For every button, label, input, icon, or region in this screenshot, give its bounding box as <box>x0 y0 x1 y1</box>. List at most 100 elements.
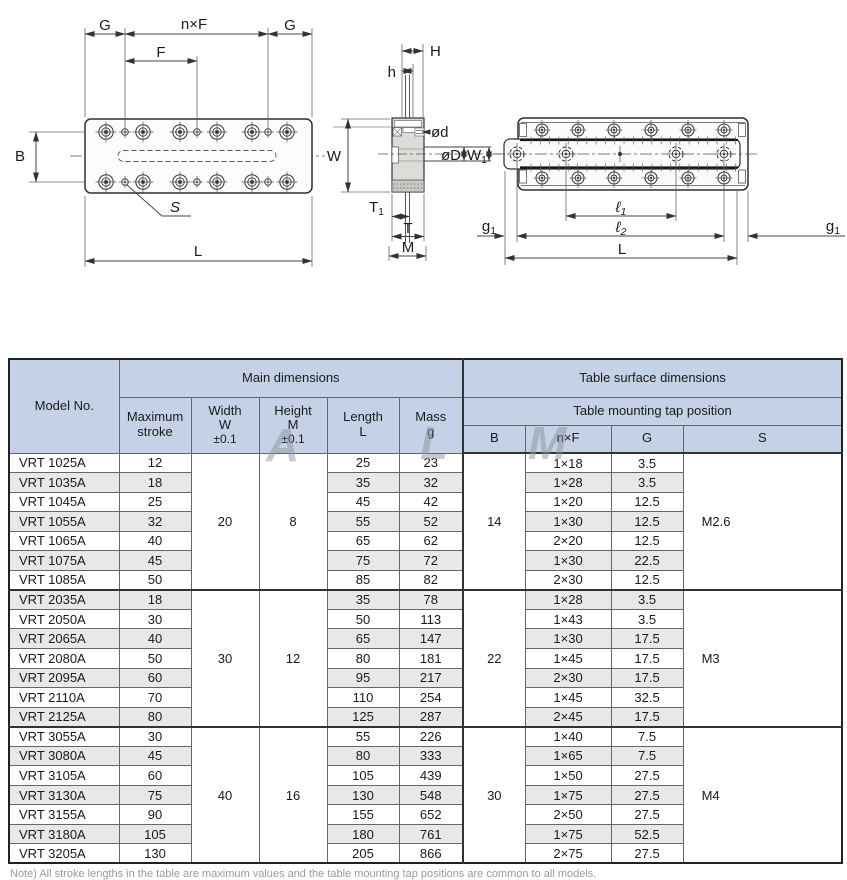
cell-b-merged: 30 <box>462 725 526 864</box>
cell-length: 35 <box>326 472 400 493</box>
cell-stroke: 40 <box>118 628 192 649</box>
dim-label-nxf: n×F <box>181 16 207 33</box>
cell-model: VRT 3080A <box>8 745 120 767</box>
dim-label-w1: W1 <box>467 147 487 166</box>
cell-length: 75 <box>326 550 400 571</box>
cell-mass: 32 <box>398 472 464 493</box>
middle-view: H h W ød øD W1 T1 T M <box>327 43 502 261</box>
footnote: Note) All stroke lengths in the table ar… <box>10 868 597 880</box>
dim-label-t: T <box>403 220 412 237</box>
cell-g: 12.5 <box>610 491 684 513</box>
dim-label-t1: T1 <box>369 199 384 218</box>
cell-model: VRT 3180A <box>8 823 120 845</box>
cell-b-merged: 22 <box>462 588 526 728</box>
cell-length: 155 <box>326 804 400 825</box>
cell-model: VRT 1065A <box>8 530 120 552</box>
cell-nxf: 1×75 <box>524 784 612 806</box>
cell-stroke: 18 <box>118 472 192 493</box>
cell-length: 80 <box>326 745 400 767</box>
cell-g: 17.5 <box>610 667 684 689</box>
cell-mass: 254 <box>398 687 464 708</box>
cell-g: 7.5 <box>610 725 684 747</box>
cell-model: VRT 1045A <box>8 491 120 513</box>
dim-label-w: W <box>327 148 342 165</box>
cell-g: 3.5 <box>610 472 684 493</box>
cell-stroke: 70 <box>118 687 192 708</box>
cell-g: 12.5 <box>610 569 684 591</box>
cell-b-merged: 14 <box>462 452 526 591</box>
cell-length: 65 <box>326 628 400 649</box>
cell-g: 52.5 <box>610 823 684 845</box>
cell-mass: 72 <box>398 550 464 571</box>
cell-mass: 439 <box>398 765 464 786</box>
cell-model: VRT 1075A <box>8 550 120 571</box>
col-header-b: B <box>462 424 526 454</box>
cell-stroke: 32 <box>118 511 192 532</box>
cell-g: 3.5 <box>610 588 684 610</box>
cell-nxf: 1×75 <box>524 823 612 845</box>
cell-s-merged: M3 <box>682 588 843 728</box>
cell-length: 95 <box>326 667 400 689</box>
cell-model: VRT 2095A <box>8 667 120 689</box>
cell-height-merged: 16 <box>258 725 328 864</box>
cell-stroke: 105 <box>118 823 192 845</box>
cell-stroke: 45 <box>118 550 192 571</box>
cell-mass: 866 <box>398 843 464 864</box>
cell-stroke: 40 <box>118 530 192 552</box>
cell-length: 180 <box>326 823 400 845</box>
header-table-surface: Table surface dimensions <box>462 358 843 398</box>
cell-g: 27.5 <box>610 804 684 825</box>
cell-g: 27.5 <box>610 784 684 806</box>
cell-length: 55 <box>326 725 400 747</box>
cell-mass: 181 <box>398 647 464 669</box>
cell-length: 110 <box>326 687 400 708</box>
cell-g: 27.5 <box>610 843 684 864</box>
cell-nxf: 1×28 <box>524 588 612 610</box>
cell-model: VRT 1085A <box>8 569 120 591</box>
cell-length: 50 <box>326 608 400 630</box>
cell-model: VRT 2080A <box>8 647 120 669</box>
cell-model: VRT 3105A <box>8 765 120 786</box>
cell-g: 3.5 <box>610 452 684 474</box>
cell-g: 17.5 <box>610 706 684 728</box>
cell-g: 22.5 <box>610 550 684 571</box>
cell-mass: 23 <box>398 452 464 474</box>
dim-label-g-right: G <box>284 17 296 34</box>
dim-label-h-cap: H <box>430 43 441 60</box>
cell-nxf: 1×65 <box>524 745 612 767</box>
cell-length: 55 <box>326 511 400 532</box>
cell-mass: 761 <box>398 823 464 845</box>
cell-nxf: 1×30 <box>524 628 612 649</box>
specifications-table: Model No. Main dimensions Table surface … <box>8 358 844 865</box>
cell-width-merged: 20 <box>190 452 260 591</box>
cell-mass: 548 <box>398 784 464 806</box>
cell-stroke: 30 <box>118 725 192 747</box>
cell-g: 27.5 <box>610 765 684 786</box>
rail-ticks <box>530 136 736 172</box>
cell-model: VRT 2065A <box>8 628 120 649</box>
cell-stroke: 50 <box>118 647 192 669</box>
cell-nxf: 1×45 <box>524 687 612 708</box>
cell-model: VRT 3055A <box>8 725 120 747</box>
cell-stroke: 130 <box>118 843 192 864</box>
cell-model: VRT 3130A <box>8 784 120 806</box>
cell-length: 45 <box>326 491 400 513</box>
cell-mass: 113 <box>398 608 464 630</box>
cell-height-merged: 12 <box>258 588 328 728</box>
cell-g: 12.5 <box>610 511 684 532</box>
cell-length: 130 <box>326 784 400 806</box>
col-header-nxf: n×F <box>524 424 612 454</box>
cell-nxf: 1×40 <box>524 725 612 747</box>
cell-g: 32.5 <box>610 687 684 708</box>
dim-label-l-left: L <box>194 243 202 260</box>
col-header-stroke: Maximum stroke <box>118 396 192 454</box>
dim-label-b: B <box>15 148 25 165</box>
